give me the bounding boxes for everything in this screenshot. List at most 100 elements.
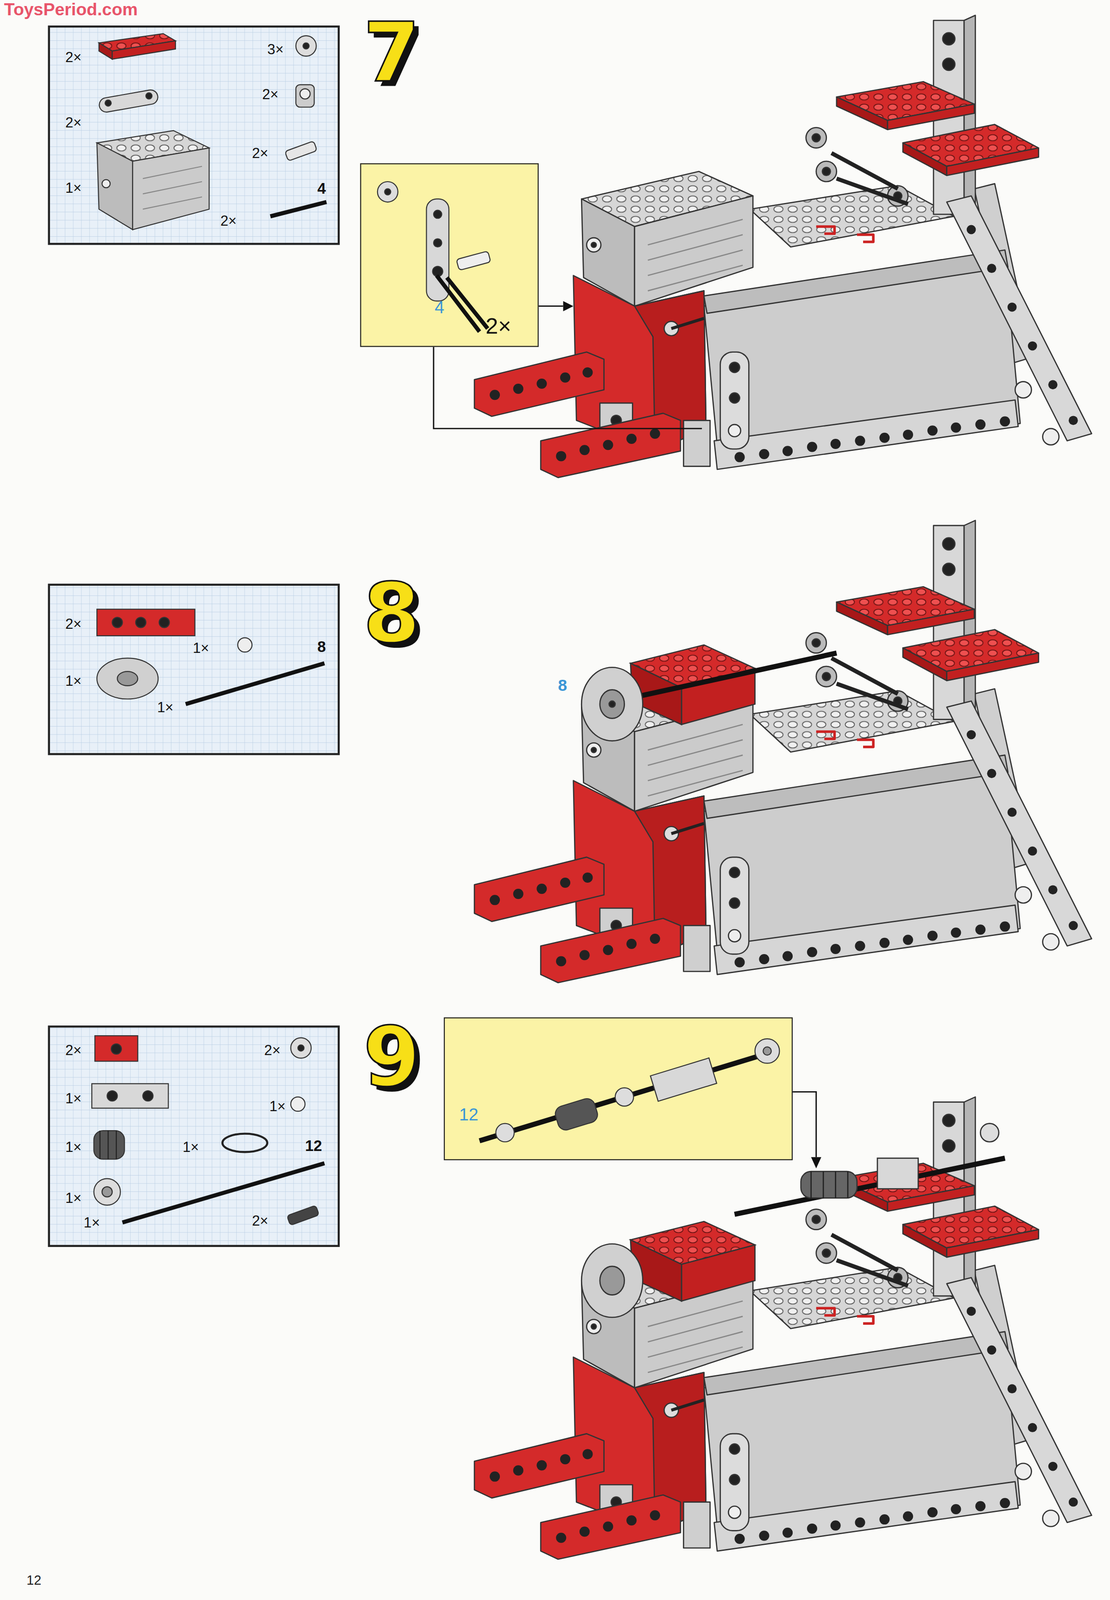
arrowhead — [563, 301, 574, 312]
callout-ground — [359, 163, 539, 347]
callout-drawing — [650, 1057, 717, 1101]
callout-drawing — [479, 1050, 776, 1141]
leader-line — [433, 306, 817, 1158]
part-drawings — [159, 617, 170, 628]
part-drawings — [296, 35, 317, 57]
part-count: 1× — [157, 700, 174, 715]
step-8-parts — [609, 700, 616, 707]
callout-box: 4 2× — [359, 163, 539, 347]
part-count: 1× — [269, 1098, 286, 1114]
callout-drawing — [456, 251, 491, 271]
part-drawings — [91, 1083, 169, 1109]
callout-drawing — [384, 188, 391, 195]
callout-drawing — [615, 1087, 634, 1107]
step-9-parts — [980, 1123, 999, 1142]
part-count: 12 — [304, 1137, 322, 1153]
step-8-parts — [581, 644, 837, 741]
part-drawings — [142, 1090, 153, 1101]
part-drawings — [132, 147, 209, 230]
part-drawings — [290, 1037, 312, 1059]
part-drawings — [94, 1035, 138, 1061]
callout-number: 8 — [558, 677, 568, 694]
step-9-parts — [581, 1243, 643, 1318]
parts-box-ground — [48, 25, 341, 245]
page-number: 12 — [26, 1573, 42, 1587]
part-drawings — [290, 1096, 306, 1111]
part-count: 1× — [65, 1190, 82, 1205]
part-drawings — [297, 1044, 304, 1051]
part-drawings — [142, 166, 202, 209]
callout-drawing — [433, 210, 442, 219]
part-drawings — [96, 609, 325, 705]
part-drawings — [111, 1043, 122, 1054]
part-drawings — [112, 617, 123, 628]
callout-drawing — [377, 181, 398, 202]
step-8-parts — [599, 689, 625, 719]
part-drawings — [299, 88, 310, 100]
callout-drawing — [763, 1046, 772, 1055]
part-drawings — [96, 657, 158, 699]
arrowhead — [563, 301, 822, 1169]
part-count: 1× — [83, 1215, 101, 1230]
part-drawings — [96, 609, 195, 636]
step-9-parts — [681, 1244, 756, 1301]
callout-drawing — [495, 1123, 515, 1142]
step-number: 7 — [363, 12, 421, 94]
callout-ground — [443, 1017, 793, 1161]
part-count: 2× — [252, 145, 269, 161]
part-drawings — [91, 1035, 325, 1225]
callout-drawing — [433, 238, 442, 247]
part-drawings — [135, 617, 146, 628]
watermark: ToysPeriod.com — [4, 0, 138, 19]
lego-model — [474, 15, 1092, 478]
part-count: 12 — [459, 1105, 479, 1123]
part-drawings — [96, 33, 327, 230]
part-drawings — [96, 142, 133, 230]
step-8-parts — [581, 667, 643, 741]
step-8-parts — [611, 652, 837, 702]
part-count: 1× — [65, 1090, 82, 1105]
callout-drawing — [479, 1038, 780, 1142]
part-drawings — [101, 1186, 113, 1197]
part-drawings — [112, 40, 176, 60]
arrowhead — [811, 1156, 822, 1168]
part-drawings — [101, 179, 111, 189]
parts-list-box: 2×2×1×1×1×1×121×1×2× — [48, 1025, 341, 1247]
part-drawings — [107, 1090, 118, 1101]
part-drawings — [94, 1130, 125, 1160]
part-drawings — [98, 88, 159, 114]
parts-box-ground — [48, 25, 341, 1247]
part-drawings — [284, 140, 318, 161]
part-count: 2× — [485, 315, 511, 338]
lego-model — [474, 520, 1092, 983]
part-count: 2× — [264, 1042, 281, 1058]
part-drawings — [237, 637, 253, 652]
part-count: 2× — [65, 616, 82, 631]
step-number: 8 — [363, 573, 421, 656]
parts-box-ground — [48, 1025, 341, 1247]
part-count: 2× — [65, 115, 82, 130]
part-count: 4 — [434, 298, 445, 316]
part-count: 3× — [267, 41, 284, 57]
step-9-parts — [877, 1158, 919, 1189]
step-9-parts — [800, 1171, 858, 1198]
part-drawings — [296, 84, 315, 108]
part-drawings — [185, 662, 325, 704]
part-count: 1× — [182, 1139, 199, 1155]
part-drawings — [99, 42, 113, 59]
part-count: 8 — [317, 638, 326, 655]
callout-drawing — [755, 1038, 780, 1064]
part-drawings — [302, 42, 310, 49]
part-count: 1× — [65, 673, 82, 688]
part-drawings — [270, 201, 327, 217]
leader-line — [433, 346, 702, 429]
part-drawings — [145, 92, 152, 99]
callout-drawing — [553, 1096, 600, 1132]
parts-list-box: 2× 1× 8 1× 1× — [48, 583, 341, 756]
step-9-parts — [581, 1123, 1005, 1318]
part-count: 1× — [192, 640, 209, 656]
part-drawings — [222, 1133, 268, 1153]
callout-drawing — [377, 181, 491, 332]
